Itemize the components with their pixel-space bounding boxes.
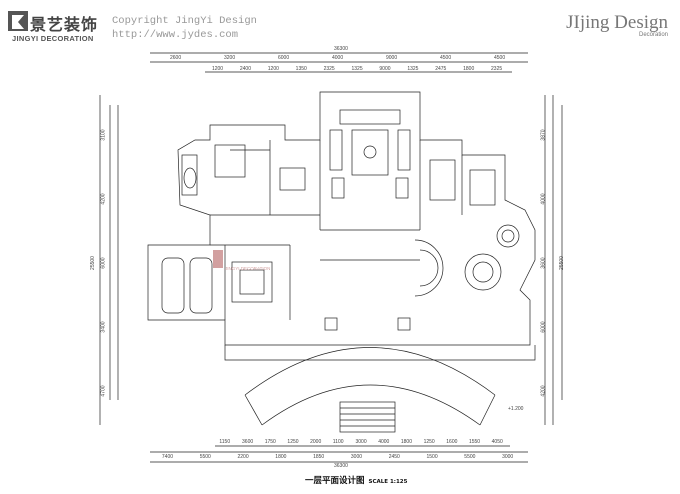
dim-bottom-row1: 1150	[219, 439, 231, 445]
dim-right: 3870	[540, 129, 547, 141]
copyright-text: Copyright JingYi Design	[112, 15, 257, 27]
dim-right: 3600	[540, 257, 547, 269]
dim-bottom-row1: 1100	[332, 439, 344, 445]
dim-bottom-row1: 4050	[491, 439, 503, 445]
logo-english-text: JINGYI DECORATION	[12, 34, 94, 43]
dim-left: 4200	[100, 193, 107, 205]
dim-top-row1: 3200	[224, 55, 236, 61]
dim-top-row2: 1325	[351, 66, 363, 72]
dim-bottom-row2: 2200	[237, 454, 249, 460]
dim-top-row2: 1200	[267, 66, 279, 72]
dim-top-row1: 4500	[440, 55, 452, 61]
dim-top-row2: 2400	[239, 66, 251, 72]
dim-left: 4700	[100, 385, 107, 397]
dim-bottom-row1: 1250	[423, 439, 435, 445]
dim-bottom-row1: 1550	[468, 439, 481, 445]
brand-block: JIjing Design Decoration	[566, 12, 668, 38]
dim-bottom-row2: 1500	[426, 454, 438, 460]
dim-bottom-row1: 3600	[242, 439, 254, 445]
dim-bottom-row2: 5500	[464, 454, 476, 460]
brand-subtitle: Decoration	[638, 32, 668, 38]
dim-bottom-row1: 3000	[355, 439, 367, 445]
dim-top-row2: 1800	[463, 66, 475, 72]
dim-top-row1: 4500	[494, 55, 506, 61]
brand-name: JIjing Design	[566, 12, 668, 33]
dim-bottom-row2: 1850	[313, 454, 325, 460]
dim-top-row1: 9000	[386, 55, 398, 61]
copyright-block: Copyright JingYi Design http://www.jydes…	[112, 14, 257, 42]
dim-right: 4200	[540, 385, 547, 397]
dim-top-row2: 9000	[379, 66, 391, 72]
dim-bottom-row1: 4000	[378, 439, 390, 445]
dim-top-row2: 1200	[211, 66, 224, 72]
dim-bottom-total: 36300	[334, 463, 348, 469]
website-url: http://www.jydes.com	[112, 29, 239, 41]
dim-bottom-row1: 1250	[287, 439, 299, 445]
dim-bottom-row2: 2450	[388, 454, 400, 460]
dim-top-row1: 2600	[170, 55, 182, 61]
dim-bottom-row2: 3000	[350, 454, 363, 460]
dim-top-row2: 1350	[295, 66, 307, 72]
dim-bottom-row2: 1800	[275, 454, 287, 460]
dim-right: 6000	[540, 321, 547, 333]
dim-bottom-row1: 1750	[264, 439, 276, 445]
dim-bottom-row1: 1600	[446, 439, 458, 445]
dim-bottom-row2: 7400	[161, 454, 174, 460]
drawing-scale: SCALE 1:125	[368, 479, 408, 485]
dim-top-row1: 4000	[332, 55, 344, 61]
drawing-title-text: 一层平面设计图	[305, 476, 365, 486]
dim-top-row2: 1325	[407, 66, 419, 72]
elevation-annotation: +1.200	[508, 406, 524, 412]
dim-bottom-row1: 2000	[310, 439, 322, 445]
dim-left: 6000	[100, 257, 107, 269]
dim-top-row2: 2475	[435, 66, 447, 72]
logo-mark-icon	[8, 11, 28, 31]
dim-left: 3100	[100, 129, 107, 141]
svg-text:JINGYI DECORATION: JINGYI DECORATION	[225, 266, 270, 271]
dim-top-row1: 6000	[278, 55, 290, 61]
dim-left-total: 25500	[89, 256, 96, 270]
dim-bottom-row1: 1800	[400, 439, 412, 445]
logo-chinese-text: 景艺装饰	[30, 15, 99, 34]
dim-bottom-row2: 5500	[199, 454, 211, 460]
dim-left: 3400	[100, 321, 107, 333]
center-watermark: JINGYI DECORATION	[213, 250, 270, 271]
dim-right-total: 25500	[558, 256, 565, 270]
dim-bottom-row2: 3000	[502, 454, 514, 460]
dim-top-total: 36300	[334, 46, 348, 52]
company-logo: 景艺装饰 JINGYI DECORATION	[6, 9, 106, 45]
dim-top-row2: 2325	[491, 66, 503, 72]
dim-right: 4000	[540, 193, 547, 205]
dim-top-row2: 2325	[323, 66, 335, 72]
